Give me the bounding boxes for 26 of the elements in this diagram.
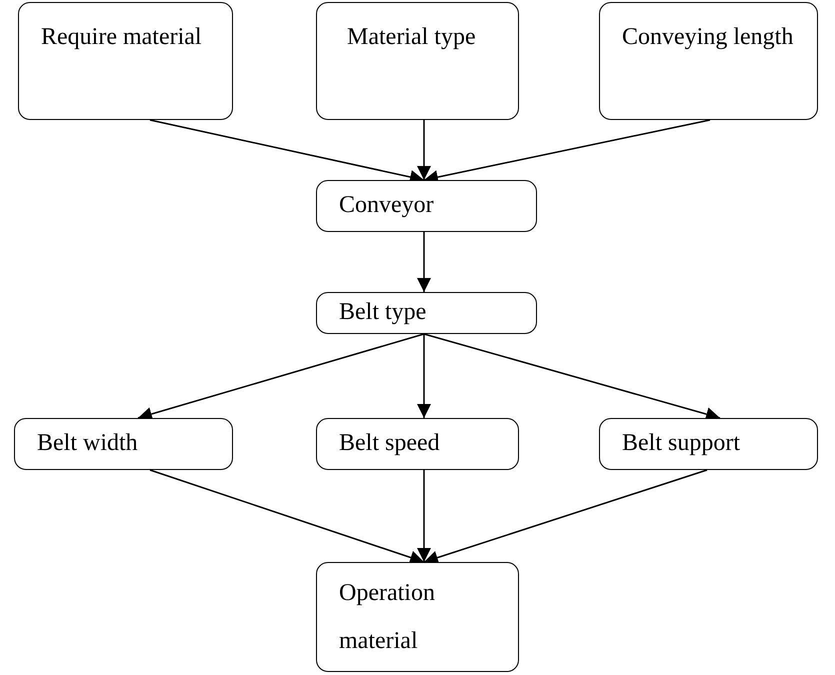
box-label: Material type <box>347 23 476 52</box>
box-label: Belt speed <box>339 429 440 458</box>
process-box <box>599 2 818 120</box>
arrow <box>424 333 720 421</box>
process-box <box>316 562 519 672</box>
arrow <box>150 469 424 564</box>
arrow <box>424 469 708 564</box>
arrow <box>138 333 424 421</box>
box-label: Conveying length <box>622 23 794 52</box>
process-box <box>316 2 519 120</box>
box-label: Belt width <box>37 429 138 458</box>
process-box <box>599 418 818 470</box>
arrow <box>417 120 431 180</box>
process-box <box>14 418 233 470</box>
box-label: Require material <box>41 23 202 52</box>
box-label: Belt support <box>622 429 740 458</box>
process-box <box>316 180 537 232</box>
process-box <box>18 2 233 120</box>
box-label: Operation material <box>339 579 436 656</box>
arrow <box>417 232 431 292</box>
box-label: Conveyor <box>339 191 434 220</box>
process-box <box>316 418 519 470</box>
box-label: Belt type <box>339 298 426 327</box>
arrow <box>417 470 431 562</box>
process-box <box>316 292 537 334</box>
arrow <box>417 334 431 418</box>
